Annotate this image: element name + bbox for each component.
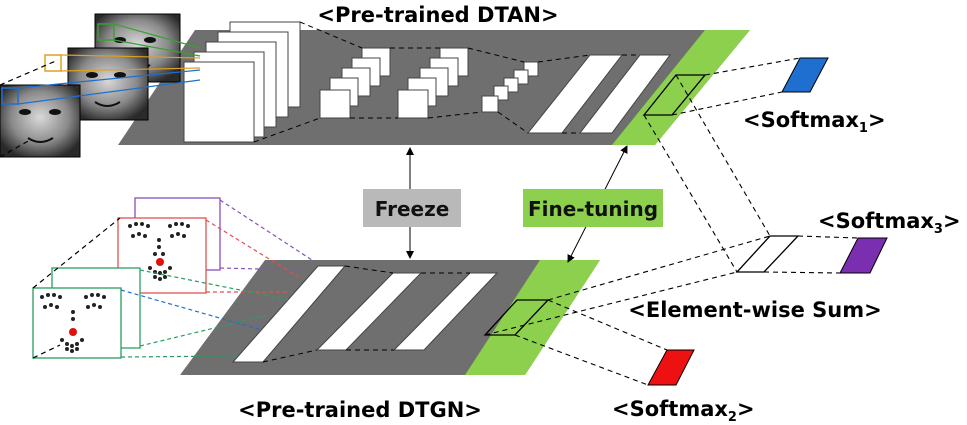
dtgn-connections xyxy=(262,265,470,363)
finetuning-box: Fine-tuning xyxy=(523,189,663,227)
softmax2-label: <Softmax2> xyxy=(612,397,755,425)
landmark-frames xyxy=(32,197,316,359)
softmax1-output xyxy=(781,57,829,93)
dtan-conv-block-1 xyxy=(183,21,301,143)
dtgn-title: <Pre-trained DTGN> xyxy=(238,398,482,422)
softmax3-label: <Softmax3> xyxy=(818,209,961,237)
dtan-network xyxy=(118,21,750,145)
softmax1-label: <Softmax1> xyxy=(743,108,886,136)
softmax3-output xyxy=(839,237,888,274)
dtan-conv-block-4 xyxy=(481,61,539,113)
freeze-label: Freeze xyxy=(375,197,450,221)
dtgn-fc-bar-3 xyxy=(392,272,499,351)
face-frames xyxy=(0,13,201,158)
facial-landmark-icon xyxy=(32,287,122,359)
softmax2-output xyxy=(647,349,695,386)
element-wise-sum-node xyxy=(735,235,800,273)
dtan-fc-bar-2 xyxy=(578,54,671,134)
dtan-conv-block-2 xyxy=(319,47,391,119)
dtan-connections xyxy=(253,21,640,143)
dtan-conv-block-3 xyxy=(397,47,469,119)
dtan-finetune-layer xyxy=(612,30,750,145)
freeze-box: Freeze xyxy=(363,189,461,227)
dtgn-finetune-layer xyxy=(465,260,600,375)
face-photo-icon xyxy=(0,84,81,158)
dtgn-network xyxy=(180,260,600,375)
softmax-links xyxy=(484,57,859,386)
finetuning-label: Fine-tuning xyxy=(528,197,658,221)
face-photo-icon xyxy=(67,47,149,121)
dtan-title: <Pre-trained DTAN> xyxy=(317,3,558,27)
element-wise-sum-label: <Element-wise Sum> xyxy=(628,298,881,322)
